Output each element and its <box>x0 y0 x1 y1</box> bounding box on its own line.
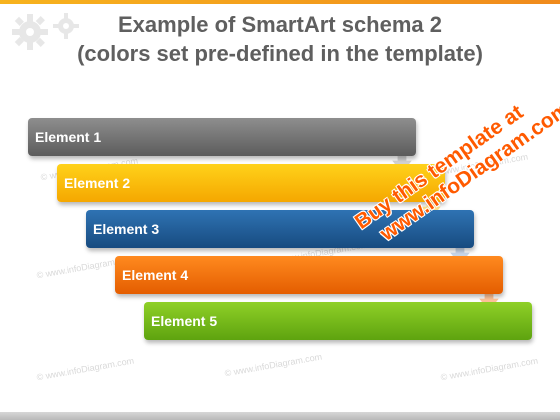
element-3-bar: Element 3 <box>86 210 474 248</box>
element-1-label: Element 1 <box>35 129 102 145</box>
element-2-label: Element 2 <box>64 175 131 191</box>
gears-icon <box>12 13 79 50</box>
watermark: © www.infoDiagram.com <box>223 351 323 379</box>
title-line-1: Example of SmartArt schema 2 <box>117 12 443 37</box>
top-accent-bar <box>0 0 560 4</box>
bottom-bar <box>0 412 560 420</box>
element-5-label: Element 5 <box>151 313 218 329</box>
page-title: Example of SmartArt schema 2 (colors set… <box>20 10 540 68</box>
watermark: © www.infoDiagram.com <box>35 355 135 383</box>
watermark: © www.infoDiagram.com <box>439 355 539 383</box>
element-1-bar: Element 1 <box>28 118 416 156</box>
element-4-bar: Element 4 <box>115 256 503 294</box>
element-4-label: Element 4 <box>122 267 189 283</box>
title-line-2: (colors set pre-defined in the template) <box>77 41 483 66</box>
element-2-bar: Element 2 <box>57 164 445 202</box>
element-3-label: Element 3 <box>93 221 160 237</box>
element-5-bar: Element 5 <box>144 302 532 340</box>
